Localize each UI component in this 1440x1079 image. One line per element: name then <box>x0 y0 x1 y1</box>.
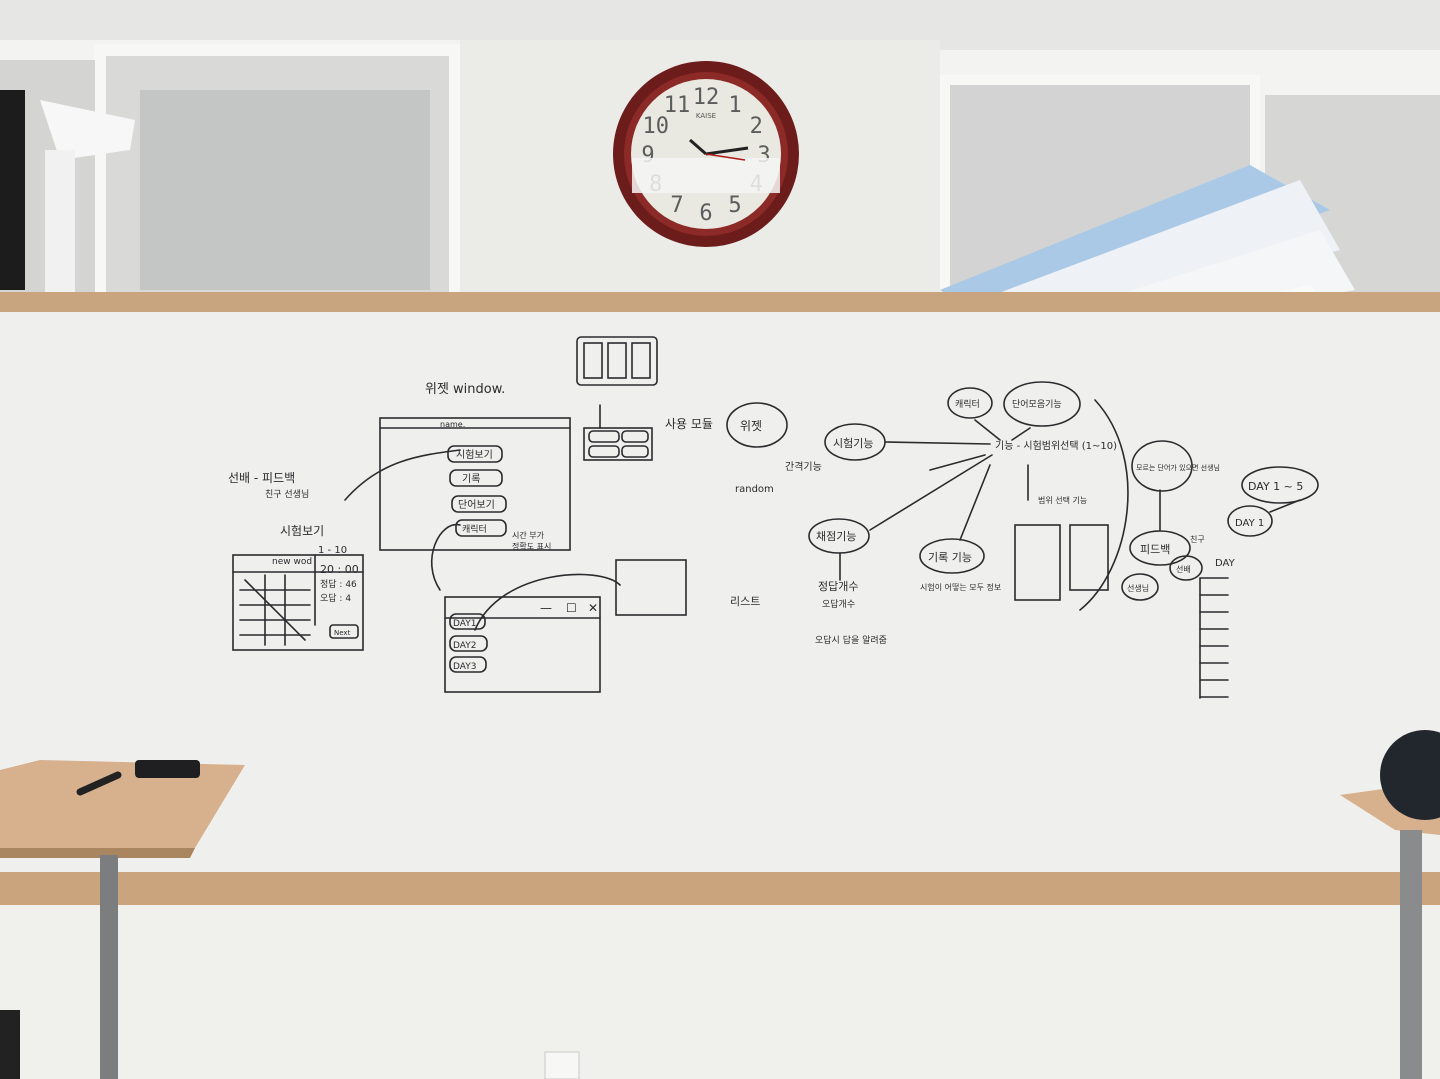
clock-numeral: 10 <box>643 114 670 139</box>
btn-character: 캐릭터 <box>462 523 487 535</box>
node-day-range: DAY 1 ~ 5 <box>1248 480 1303 493</box>
day-item-2: DAY2 <box>453 641 476 651</box>
day-list-maximize: ☐ <box>566 601 577 615</box>
clock-numeral: 1 <box>728 93 741 118</box>
btn-words: 단어보기 <box>458 499 495 511</box>
day-list-close: ✕ <box>588 601 598 615</box>
clock-numeral: 7 <box>670 193 683 218</box>
side-note-1: 시간 부가 <box>512 530 545 540</box>
node-senior: 선배 <box>1176 565 1191 574</box>
node-friend-note: 모르는 단어가 있으면 선생님 <box>1136 463 1220 472</box>
node-word-mode: 단어모음기능 <box>1012 399 1062 410</box>
clock-numeral: 12 <box>693 85 720 110</box>
clock-numeral: 2 <box>750 114 763 139</box>
model-plane <box>0 90 135 295</box>
node-wrong-count: 오답개수 <box>822 598 855 610</box>
clock-numeral: 6 <box>699 201 712 226</box>
exam-next-button: Next <box>334 629 351 637</box>
sketch-title: 위젯 window. <box>425 382 505 397</box>
side-note-2: 정확도 표시 <box>512 541 551 551</box>
clock-numeral: 5 <box>728 193 741 218</box>
btn-record: 기록 <box>462 473 480 485</box>
node-feedback: 피드백 <box>1140 543 1170 556</box>
node-day-axis: DAY <box>1215 558 1236 569</box>
exam-title: 시험보기 <box>280 524 324 538</box>
node-teacher: 선생님 <box>1127 583 1149 593</box>
right-desk <box>1340 730 1440 1079</box>
node-study: 시험기능 <box>833 437 873 450</box>
node-range-sub: 범위 선택 기능 <box>1038 495 1087 505</box>
node-random: random <box>735 484 774 495</box>
node-list: 리스트 <box>730 595 760 608</box>
node-character: 캐릭터 <box>955 398 980 410</box>
node-record: 기록 기능 <box>928 551 972 564</box>
day-item-1: DAY1 <box>453 619 476 629</box>
node-widget: 위젯 <box>740 419 762 433</box>
node-wrong-note: 오답시 답을 알려줌 <box>815 634 887 646</box>
left-desk <box>0 760 245 1079</box>
node-day-one: DAY 1 <box>1235 518 1264 529</box>
clock-numeral: 11 <box>664 93 691 118</box>
flow-text: 선배 - 피드백 <box>228 471 295 485</box>
exam-wrong: 오답 : 4 <box>320 592 351 604</box>
node-range-select: 기능 - 시험범위선택 (1~10) <box>995 439 1117 452</box>
marker-pen <box>76 771 122 796</box>
exam-correct: 정답 : 46 <box>320 578 357 590</box>
exam-header: new wod <box>272 557 312 567</box>
whiteboard-eraser <box>135 760 200 778</box>
whiteboard-tray-bottom <box>0 872 1440 910</box>
flow-sub: 친구 선생님 <box>265 489 309 500</box>
wall-clock: 121234567891011 KAISE <box>613 61 799 247</box>
exam-page: 1 - 10 <box>318 545 347 556</box>
clock-brand: KAISE <box>696 112 716 120</box>
node-record-sub: 시험이 어떻는 모두 정보 <box>920 582 1001 592</box>
node-friend: 친구 <box>1190 534 1205 544</box>
btn-exam: 시험보기 <box>456 449 493 461</box>
power-outlet <box>544 1051 580 1079</box>
exam-timer: 20 : 00 <box>320 563 359 576</box>
day-item-3: DAY3 <box>453 662 476 672</box>
window-title: name. <box>440 420 465 429</box>
node-interval: 간격기능 <box>785 460 822 473</box>
node-correct-count: 정답개수 <box>818 580 858 593</box>
node-grading: 채점기능 <box>816 530 856 543</box>
use-modes: 사용 모듈 <box>665 417 713 431</box>
day-list-minimize: — <box>540 601 552 615</box>
